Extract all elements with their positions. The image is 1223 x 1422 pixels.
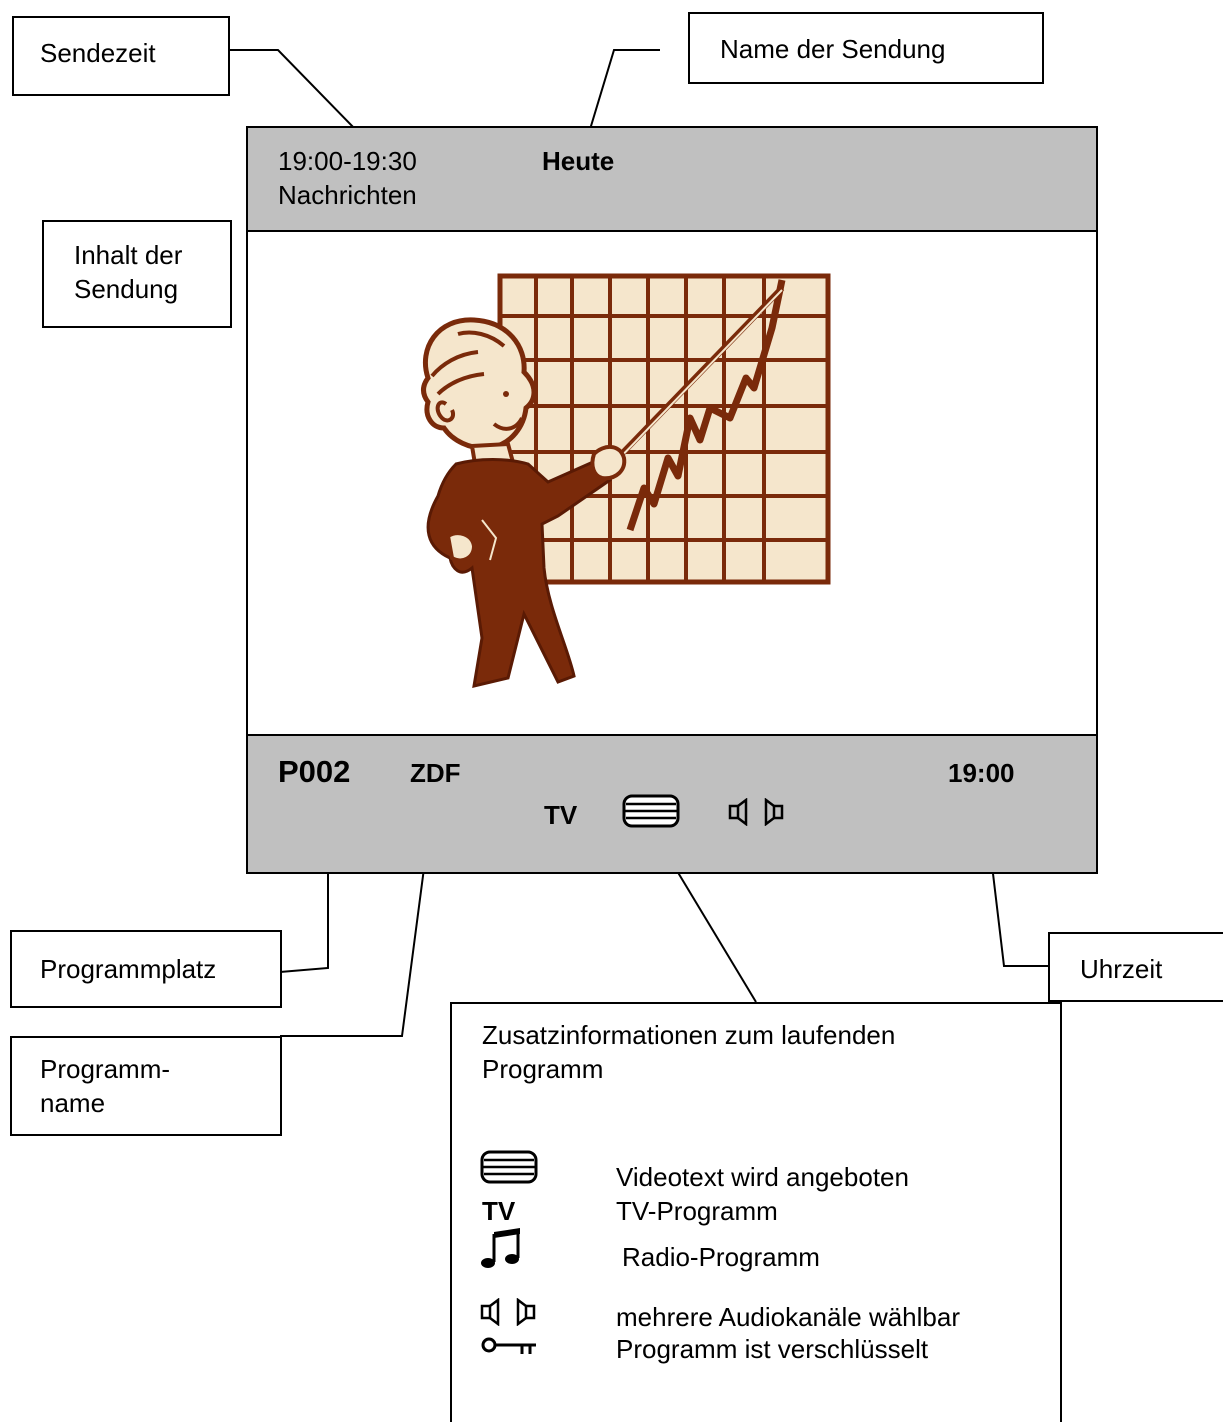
callout-inhalt-der-sendung: Inhalt der Sendung [42, 220, 232, 328]
callout-programmplatz: Programmplatz [10, 930, 282, 1008]
show-title: Heute [542, 146, 615, 176]
teletext-icon [480, 1150, 538, 1184]
legend-item-label: Programm ist verschlüsselt [616, 1334, 929, 1364]
tv-text-icon: TV [482, 1196, 516, 1226]
channel-name: ZDF [410, 758, 461, 788]
music-note-icon [481, 1228, 520, 1268]
legend-title: Zusatzinformationen zum laufenden Progra… [482, 1020, 896, 1084]
presenter-illustration [421, 273, 831, 688]
legend-item-label: Radio-Programm [622, 1242, 820, 1272]
line-sendezeit [228, 49, 357, 131]
presenter-figure [421, 317, 627, 688]
legend-item-label: Videotext wird angeboten [616, 1162, 909, 1192]
callout-label: Uhrzeit [1080, 954, 1163, 984]
callout-label: Name der Sendung [720, 34, 946, 64]
callout-uhrzeit: Uhrzeit [1048, 932, 1223, 1002]
callout-label: Inhalt der Sendung [74, 240, 183, 304]
legend-item-label: TV-Programm [616, 1196, 778, 1226]
callout-label: Programm- name [40, 1054, 171, 1118]
callout-label: Sendezeit [40, 38, 156, 68]
broadcast-time: 19:00-19:30 [278, 146, 417, 176]
key-icon [481, 1337, 536, 1354]
show-content: Nachrichten [278, 180, 417, 210]
tv-screen: 19:00-19:30 Nachrichten Heute [246, 126, 1098, 874]
audio-channels-icon [728, 798, 784, 826]
callout-name-der-sendung: Name der Sendung [688, 12, 1044, 84]
callout-sendezeit: Sendezeit [12, 16, 230, 96]
legend-item-label: mehrere Audiokanäle wählbar [616, 1302, 960, 1332]
clock: 19:00 [948, 758, 1015, 788]
info-bar-bottom: P002 ZDF TV 19:00 [248, 734, 1096, 872]
audio-channels-icon [480, 1298, 536, 1326]
info-bar-top: 19:00-19:30 Nachrichten Heute [248, 128, 1096, 232]
line-name-der-sendung [587, 49, 660, 137]
legend-box: Zusatzinformationen zum laufenden Progra… [450, 1002, 1062, 1422]
callout-label: Programmplatz [40, 954, 217, 984]
chart-board [497, 273, 831, 585]
tv-type-label: TV [544, 800, 578, 830]
teletext-icon [622, 794, 680, 828]
callout-programmname: Programm- name [10, 1036, 282, 1136]
program-slot: P002 [278, 754, 351, 789]
